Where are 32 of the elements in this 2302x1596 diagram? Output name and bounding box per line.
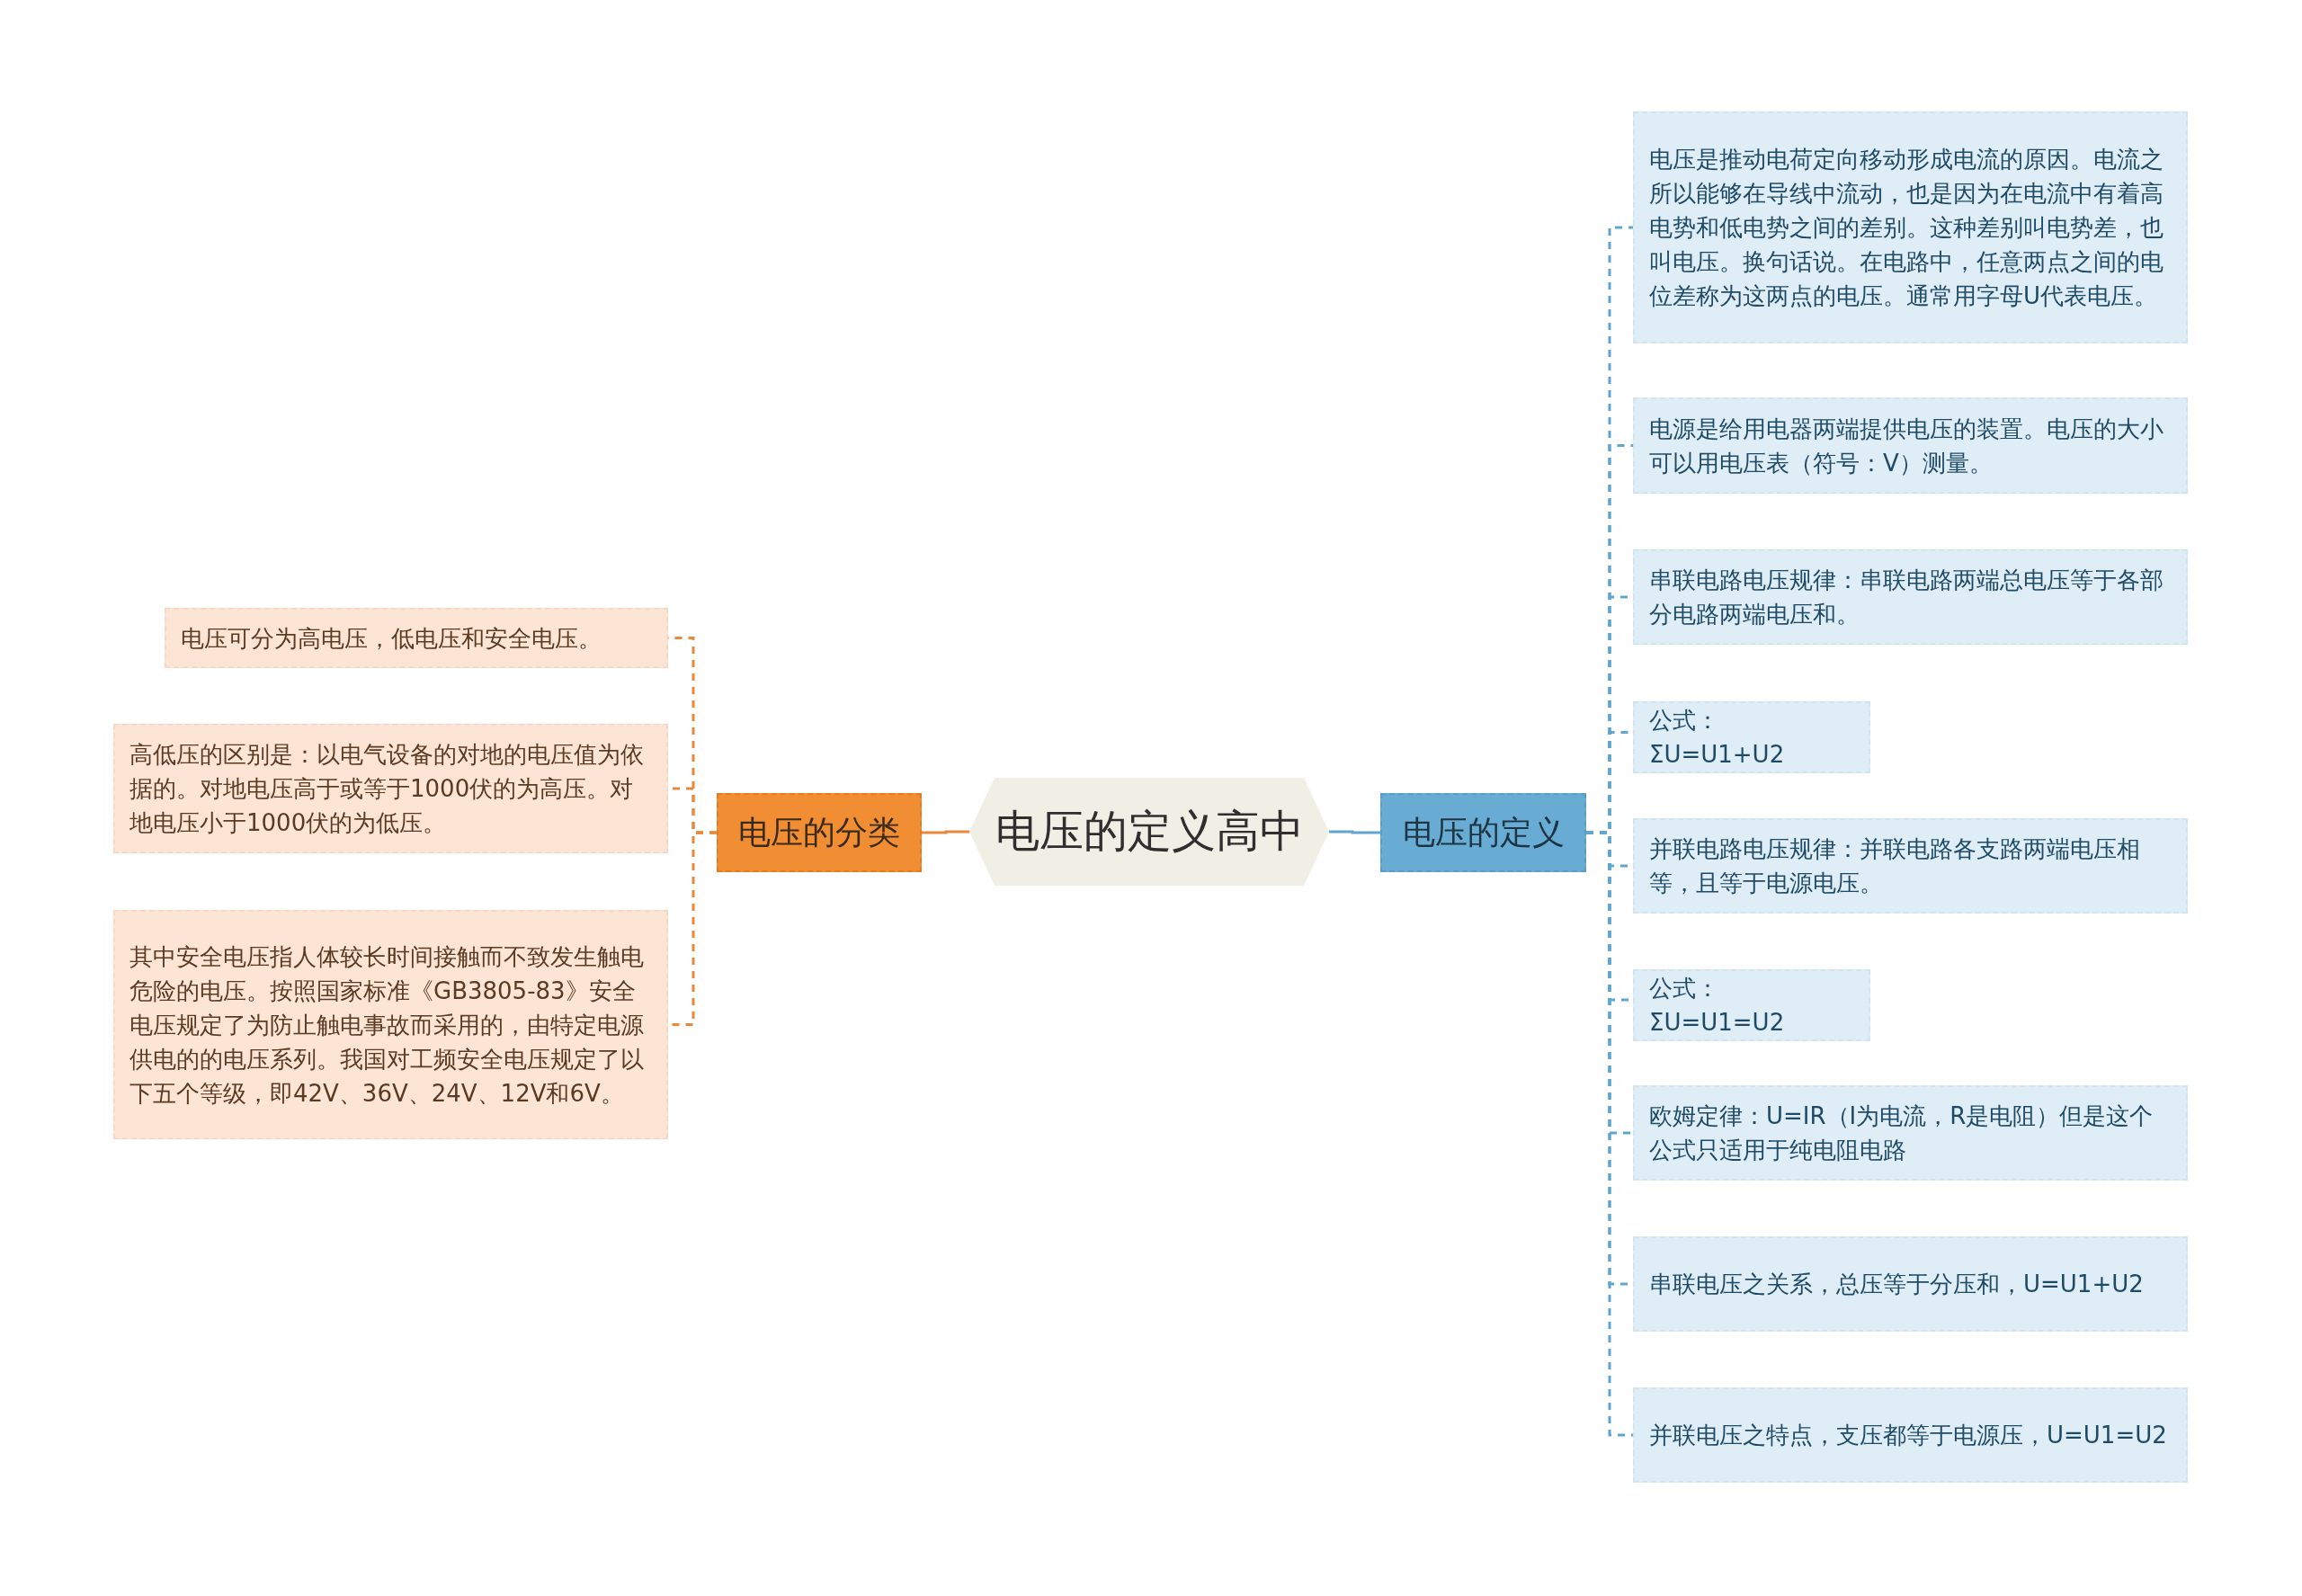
subtopic-box	[1633, 111, 2188, 343]
subtopic-box	[113, 724, 668, 853]
subtopic-box	[1633, 818, 2188, 914]
subtopic-box	[165, 608, 668, 668]
topic-text: 电压的分类	[738, 813, 900, 852]
subtopic-box	[1633, 701, 1870, 773]
subtopic-box	[1633, 397, 2188, 494]
subtopic-box	[1633, 1236, 2188, 1332]
topic-text: 电压是推动电荷定向移动形成电流的原因。电流之所以能够在导线中流动，也是因为在电流中有着高电势和低电势之间的差别。这种差别叫电势差，也叫电压。换句话说。在电路中，任意两点之间的电位差称为这两点的电压。通常用字母U代表电压。	[1649, 145, 2164, 311]
topic-text: 高低压的区别是：以电气设备的对地的电压值为依据的。对地电压高于或等于1000伏的为高压。对地电压小于1000伏的为低压。	[129, 740, 645, 838]
topic-text: 电压可分为高电压，低电压和安全电压。	[181, 623, 602, 654]
topic-text: 电压的定义高中	[995, 805, 1304, 860]
topic-text: 串联电压之关系，总压等于分压和，U=U1+U2	[1649, 1270, 2144, 1299]
topic-text: 公式：ΣU=U1+U2	[1649, 706, 1786, 770]
subtopic-box	[1633, 1085, 2188, 1181]
topic-text: 并联电压之特点，支压都等于电源压，U=U1=U2	[1649, 1421, 2167, 1450]
central-topic-hexagon	[969, 778, 1329, 886]
connector-line	[922, 830, 969, 834]
subtopic-box	[1633, 1387, 2188, 1483]
subtopic-box	[1633, 549, 2188, 645]
connector-line	[1329, 830, 1380, 834]
topic-text: 电源是给用电器两端提供电压的装置。电压的大小可以用电压表（符号：V）测量。	[1649, 414, 2164, 478]
topic-text: 公式：ΣU=U1=U2	[1649, 974, 1786, 1038]
branch-topic-box	[1380, 793, 1586, 872]
subtopic-box	[113, 910, 668, 1139]
topic-text: 并联电路电压规律：并联电路各支路两端电压相等，且等于电源电压。	[1649, 834, 2141, 898]
topic-text: 串联电路电压规律：串联电路两端总电压等于各部分电路两端电压和。	[1649, 566, 2164, 629]
branch-topic-box	[717, 793, 922, 872]
topic-text: 其中安全电压指人体较长时间接触而不致发生触电危险的电压。按照国家标准《GB3805-83》安全电压规定了为防止触电事故而采用的，由特定电源供电的的电压系列。我国对工频安全电压规定了以下五个等级，即42V、36V、24V、12V和6V。	[129, 941, 645, 1109]
subtopic-box	[1633, 969, 1870, 1041]
topic-text: 电压的定义	[1402, 813, 1565, 852]
topic-text: 欧姆定律：U=IR（I为电流，R是电阻）但是这个公式只适用于纯电阻电路	[1649, 1101, 2155, 1165]
